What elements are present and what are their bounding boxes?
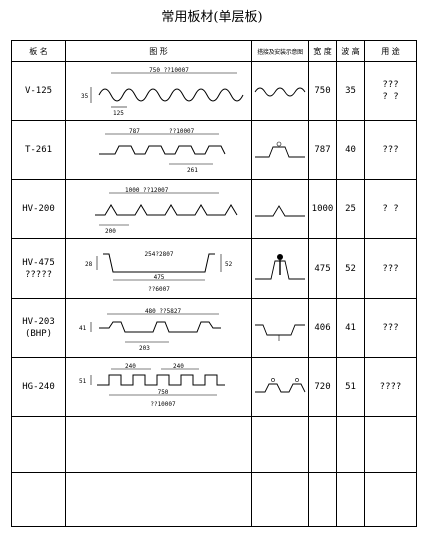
cell-install <box>251 120 309 180</box>
cell-figure <box>65 416 252 473</box>
svg-text:787: 787 <box>129 128 140 135</box>
cell-usage <box>364 472 417 527</box>
cell-figure: 480 ??5827 41 203 <box>65 298 252 358</box>
cell-figure: 240 240 51 750 ??10007 <box>65 357 252 417</box>
table-row: HV-203(BHP) 480 ??5827 41 203 406 <box>11 298 417 358</box>
svg-text:28: 28 <box>85 261 93 268</box>
install-drawing-hv203 <box>255 324 305 341</box>
cell-height: 35 <box>336 61 365 121</box>
table-row: V-125 750 ??10007 35 125 750 35 <box>11 61 417 121</box>
cell-height: 52 <box>336 238 365 299</box>
cell-usage: ???? <box>364 357 417 417</box>
cell-width <box>308 416 337 473</box>
svg-text:475: 475 <box>153 274 164 281</box>
cell-model <box>11 416 66 473</box>
profile-drawing-hv203: 480 ??5827 41 203 <box>79 308 221 352</box>
svg-text:??6007: ??6007 <box>148 286 170 293</box>
panel-table: 板 名 图 形 搭接及安装示意图 宽 度 波 高 用 途 V-125 750 ?… <box>11 40 417 527</box>
table-row <box>11 416 417 473</box>
cell-height: 51 <box>336 357 365 417</box>
profile-drawing-hv200: 1000 ??12007 200 <box>94 187 237 235</box>
cell-usage: ??? <box>364 298 417 358</box>
cell-install <box>251 472 309 527</box>
cell-install <box>251 357 309 417</box>
table-row: HG-240 240 240 51 750 ??10007 <box>11 357 417 417</box>
cell-width <box>308 472 337 527</box>
cell-width: 720 <box>308 357 337 417</box>
cell-height: 40 <box>336 120 365 180</box>
install-drawing-hv200 <box>255 205 305 217</box>
svg-text:41: 41 <box>79 325 87 332</box>
header-figure: 图 形 <box>65 40 252 62</box>
profile-drawing-v125: 750 ??10007 35 125 <box>81 67 243 117</box>
cell-height <box>336 416 365 473</box>
cell-model: HV-203(BHP) <box>11 298 66 358</box>
svg-text:??10007: ??10007 <box>169 128 195 135</box>
svg-text:203: 203 <box>139 345 150 352</box>
cell-height <box>336 472 365 527</box>
cell-install <box>251 61 309 121</box>
cell-figure: 750 ??10007 35 125 <box>65 61 252 121</box>
profile-drawing-hg240: 240 240 51 750 ??10007 <box>79 363 225 408</box>
cell-figure: 254?2807 28 52 475 ??6007 <box>65 238 252 299</box>
table-row: T-261 787 ??10007 261 787 40 <box>11 120 417 180</box>
cell-width: 475 <box>308 238 337 299</box>
header-model: 板 名 <box>11 40 66 62</box>
cell-height: 41 <box>336 298 365 358</box>
svg-text:261: 261 <box>187 167 198 174</box>
cell-model: V-125 <box>11 61 66 121</box>
cell-width: 1000 <box>308 179 337 239</box>
svg-text:1000 ??12007: 1000 ??12007 <box>125 187 169 194</box>
cell-model <box>11 472 66 527</box>
header-install: 搭接及安装示意图 <box>251 40 309 62</box>
svg-text:35: 35 <box>81 93 89 100</box>
profile-drawing-hv475: 254?2807 28 52 475 ??6007 <box>85 251 233 293</box>
cell-install <box>251 416 309 473</box>
header-usage: 用 途 <box>364 40 417 62</box>
cell-usage: ??? <box>364 238 417 299</box>
header-width: 宽 度 <box>308 40 337 62</box>
install-drawing-t261 <box>255 141 305 158</box>
cell-install <box>251 298 309 358</box>
table-row <box>11 472 417 527</box>
svg-text:52: 52 <box>225 261 233 268</box>
install-drawing-hv475 <box>255 253 305 279</box>
cell-usage: ???? ? <box>364 61 417 121</box>
cell-height: 25 <box>336 179 365 239</box>
cell-usage: ? ? <box>364 179 417 239</box>
cell-figure <box>65 472 252 527</box>
cell-figure: 787 ??10007 261 <box>65 120 252 180</box>
cell-usage: ??? <box>364 120 417 180</box>
svg-text:125: 125 <box>113 110 124 117</box>
cell-model: HG-240 <box>11 357 66 417</box>
cell-install <box>251 238 309 299</box>
cell-width: 406 <box>308 298 337 358</box>
cell-install <box>251 179 309 239</box>
sheet-title: 常用板材(单层板) <box>161 10 263 25</box>
svg-text:254?2807: 254?2807 <box>144 251 173 258</box>
cell-usage <box>364 416 417 473</box>
table-row: HV-475????? 254?2807 28 52 475 ??6007 <box>11 238 417 299</box>
cell-model: HV-200 <box>11 179 66 239</box>
svg-text:240: 240 <box>125 363 136 370</box>
cell-model: T-261 <box>11 120 66 180</box>
svg-text:200: 200 <box>105 228 116 235</box>
svg-text:480 ??5827: 480 ??5827 <box>144 308 181 315</box>
svg-text:750 ??10007: 750 ??10007 <box>149 67 189 74</box>
header-row: 板 名 图 形 搭接及安装示意图 宽 度 波 高 用 途 <box>11 40 417 62</box>
cell-width: 787 <box>308 120 337 180</box>
svg-text:51: 51 <box>79 378 87 385</box>
header-height: 波 高 <box>336 40 365 62</box>
svg-text:??10007: ??10007 <box>150 401 176 408</box>
cell-model: HV-475????? <box>11 238 66 299</box>
table-row: HV-200 1000 ??12007 200 1000 25 ? ? <box>11 179 417 239</box>
profile-drawing-t261: 787 ??10007 261 <box>98 128 225 174</box>
svg-text:240: 240 <box>173 363 184 370</box>
cell-width: 750 <box>308 61 337 121</box>
cell-figure: 1000 ??12007 200 <box>65 179 252 239</box>
svg-text:750: 750 <box>157 389 168 396</box>
install-drawing-hg240 <box>255 378 306 393</box>
install-drawing-v125 <box>254 87 306 97</box>
